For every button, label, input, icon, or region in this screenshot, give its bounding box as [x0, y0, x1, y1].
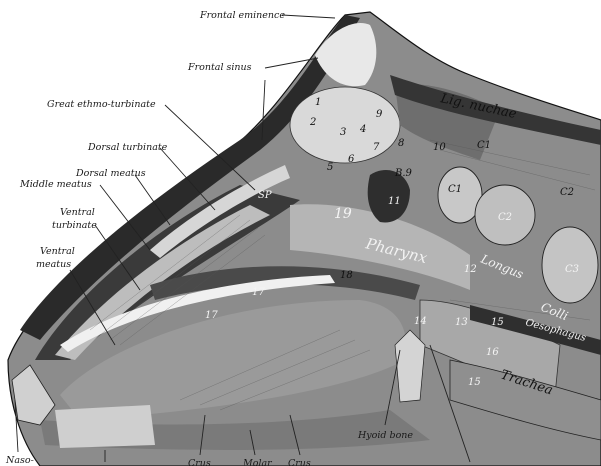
label-dorsal-turbinate: Dorsal turbinate	[87, 142, 168, 153]
numeral-16: 16	[486, 347, 499, 358]
leader-frontal-eminence	[282, 15, 335, 18]
numeral-2: 2	[309, 117, 316, 128]
numeral-c1a: C1	[477, 140, 491, 151]
label-ventral-meatus-2: meatus	[36, 259, 71, 270]
label-naso: Naso-	[5, 455, 34, 466]
label-ventral-meatus-1: Ventral	[40, 246, 75, 257]
numeral-c2a: C2	[560, 187, 574, 198]
label-crus-1: Crus	[188, 458, 211, 466]
numeral-19: 19	[334, 206, 352, 222]
numeral-18: 18	[340, 270, 353, 281]
numeral-17a: 17	[205, 310, 218, 321]
label-molar: Molar	[242, 458, 273, 466]
label-ventral-turbinate-1: Ventral	[60, 207, 95, 218]
numeral-c2b: C2	[498, 212, 512, 223]
numeral-15a: 15	[491, 317, 504, 328]
numeral-11: 11	[388, 196, 401, 207]
lower-lip	[55, 405, 155, 448]
numeral-c3: C3	[565, 264, 579, 275]
numeral-9: 9	[376, 109, 383, 120]
label-sp: SP	[258, 190, 272, 201]
label-frontal-eminence: Frontal eminence	[199, 10, 285, 21]
numeral-7: 7	[373, 142, 380, 153]
numeral-13: 13	[455, 317, 468, 328]
label-great-ethmo-turbinate: Great ethmo-turbinate	[47, 99, 156, 110]
label-ventral-turbinate-2: turbinate	[52, 220, 97, 231]
numeral-1: 1	[315, 97, 321, 108]
numeral-15b: 15	[468, 377, 481, 388]
numeral-3: 3	[340, 127, 346, 138]
anatomical-drawing	[8, 12, 601, 466]
numeral-c1b: C1	[448, 184, 462, 195]
numeral-12: 12	[464, 264, 477, 275]
numeral-10: 10	[433, 142, 446, 153]
numeral-8: 8	[398, 138, 404, 149]
numeral-b9: B.9	[394, 168, 413, 179]
numeral-5: 5	[327, 162, 333, 173]
label-dorsal-meatus: Dorsal meatus	[75, 168, 146, 179]
numeral-6: 6	[348, 154, 355, 165]
numeral-14: 14	[414, 316, 427, 327]
numeral-17b: 17	[252, 287, 265, 298]
label-hyoid-bone: Hyoid bone	[357, 430, 413, 441]
hyoid	[395, 330, 425, 402]
ethmoid-region	[290, 87, 400, 163]
label-middle-meatus: Middle meatus	[19, 179, 92, 190]
label-frontal-sinus: Frontal sinus	[187, 62, 252, 73]
label-crus-2: Crus	[288, 458, 311, 466]
numeral-4: 4	[359, 124, 366, 135]
